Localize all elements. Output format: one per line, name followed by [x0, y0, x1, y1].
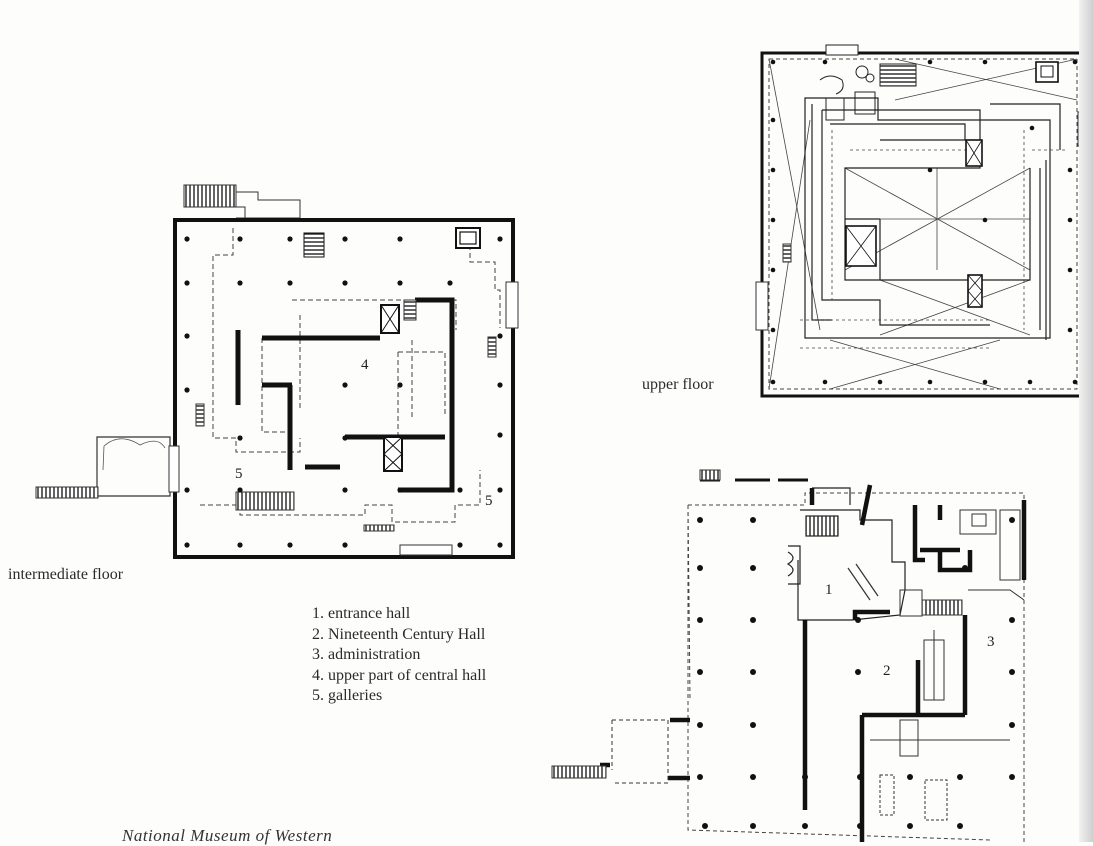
- ground-columns: [697, 517, 1015, 829]
- ground-room-number-3: 3: [987, 634, 995, 650]
- upper-floor-plan: [755, 44, 1091, 398]
- upper-skylight-diagonals: [768, 58, 1078, 390]
- legend-item: 3. administration: [312, 646, 421, 663]
- upper-floor-label: upper floor: [642, 376, 714, 393]
- legend-item: 4. upper part of central hall: [312, 666, 487, 684]
- intermediate-outer-wall: [173, 218, 515, 559]
- intermediate-left-annex: [35, 436, 180, 499]
- legend-item: 5. galleries: [312, 687, 383, 704]
- intermediate-bottom-opening: [399, 544, 453, 556]
- upper-elevators: [845, 61, 1059, 308]
- intermediate-room-number-5-left: 5: [235, 466, 243, 482]
- upper-left-opening: [755, 281, 769, 331]
- ground-room-number-1: 1: [825, 582, 833, 598]
- intermediate-top-annex: [183, 184, 301, 219]
- figure-caption: National Museum of Western: [122, 826, 333, 845]
- ground-top-stairs: [699, 469, 721, 481]
- intermediate-floor-plan: 4 5 5: [35, 184, 519, 559]
- intermediate-gallery-outlines: [200, 228, 501, 523]
- legend-item: 2. Nineteenth Century Hall: [312, 625, 486, 643]
- intermediate-inner-walls: [235, 297, 455, 493]
- intermediate-room-number-4: 4: [361, 357, 369, 373]
- upper-service-cluster: [819, 44, 917, 121]
- intermediate-floor-label: intermediate floor: [8, 566, 124, 583]
- ground-floor-plan: 1 2 3: [551, 469, 1027, 842]
- intermediate-columns: [184, 236, 503, 548]
- ground-room-number-2: 2: [883, 663, 891, 679]
- upper-dashed-lines: [800, 130, 1066, 349]
- intermediate-elevators: [303, 227, 481, 472]
- legend-item: 1. entrance hall: [312, 605, 411, 622]
- ground-entrance-block: [786, 487, 906, 621]
- upper-columns: [770, 59, 1078, 385]
- intermediate-room-number-5-right: 5: [485, 493, 493, 509]
- upper-stairs: [782, 243, 792, 263]
- ground-entrance-porch: [611, 719, 669, 784]
- ground-outer-outline: [687, 492, 1025, 842]
- page-gutter-shadow: [1079, 0, 1093, 842]
- intermediate-stairs: [195, 299, 497, 532]
- ground-entrance-stairs: [551, 765, 607, 779]
- room-legend: 1. entrance hall 2. Nineteenth Century H…: [312, 604, 486, 707]
- ground-admin-rooms: [870, 509, 1025, 821]
- intermediate-right-opening: [505, 281, 519, 329]
- ground-heavy-walls: [600, 484, 1027, 842]
